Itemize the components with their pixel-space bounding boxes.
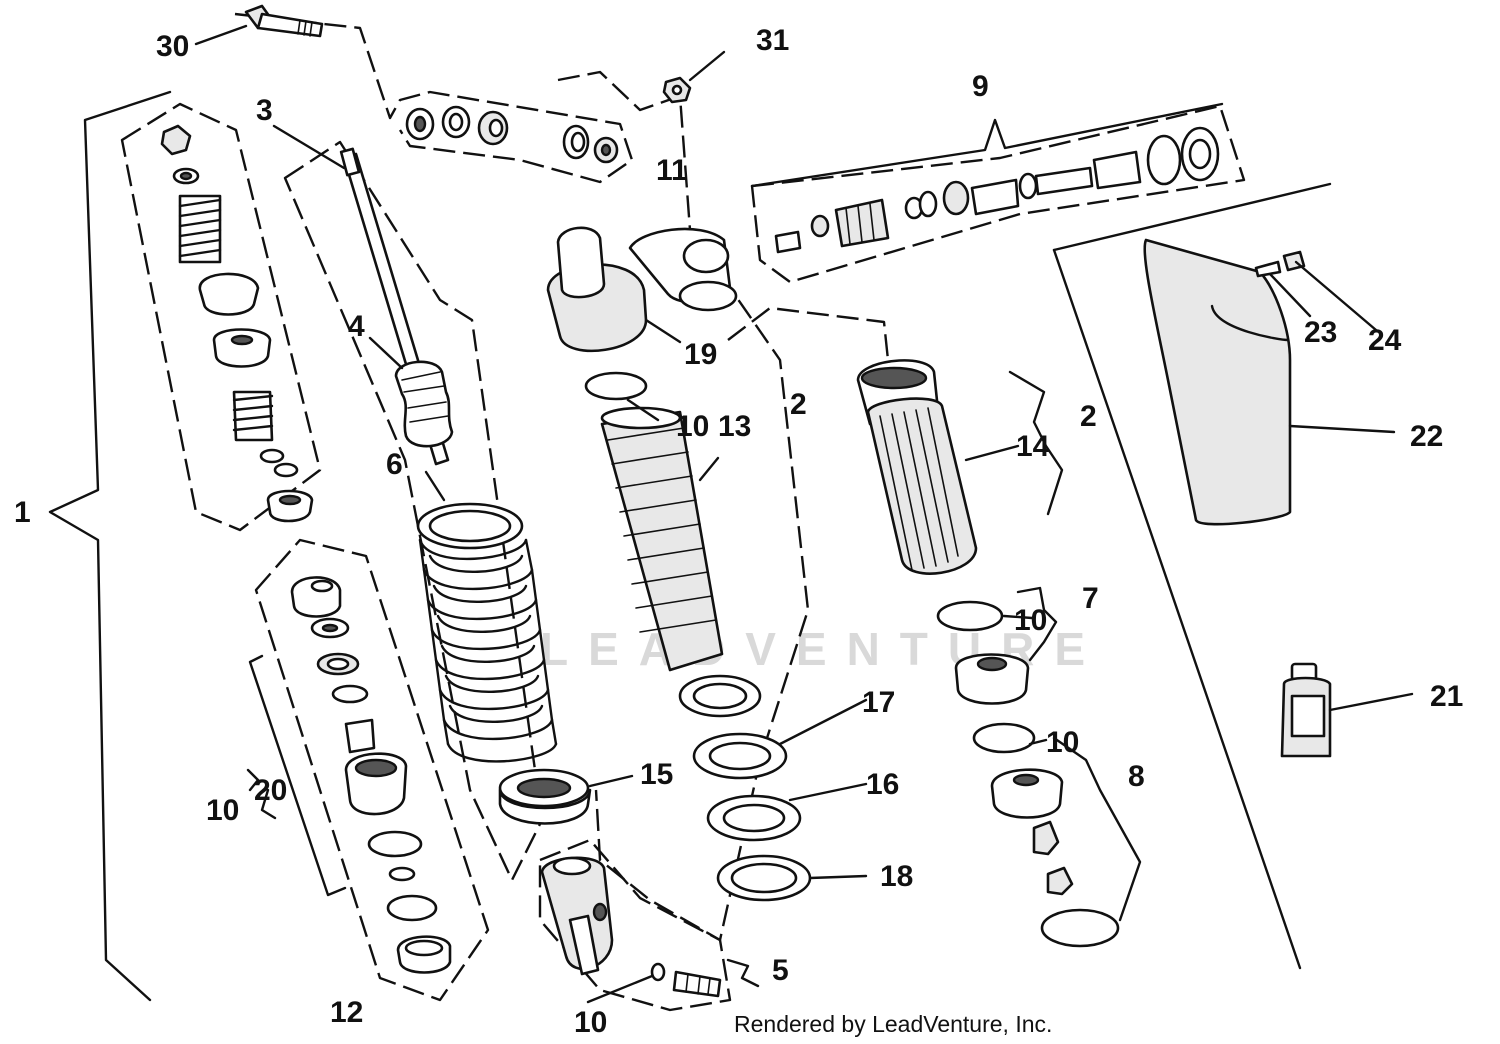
callout-9: 9: [972, 70, 989, 103]
part-spring-6: [416, 502, 558, 763]
part-valve-stack-lower: [290, 576, 452, 974]
part-washer-18: [716, 854, 812, 902]
part-mudguard-22: [1143, 238, 1292, 526]
group-8-bracket: [1052, 736, 1142, 922]
group-7-bracket: [1016, 586, 1058, 662]
callout-21: 21: [1430, 680, 1463, 713]
callout-8: 8: [1128, 760, 1145, 793]
callout-23: 23: [1304, 316, 1337, 349]
group-5-outline: [557, 70, 810, 942]
part-lock-ring-16: [706, 794, 802, 842]
part-bolt-23-24: [1254, 250, 1306, 278]
part-adjuster-assembly-9: [774, 126, 1220, 254]
upper-valve-group-outline: [120, 102, 322, 532]
callout-10-group7: 10: [1014, 604, 1047, 637]
part-clevis-5: [540, 856, 722, 998]
callout-16: 16: [866, 768, 899, 801]
part-boot-14: [856, 359, 978, 575]
part-oil-bottle-21: [1280, 662, 1332, 758]
callout-4: 4: [348, 310, 365, 343]
part-spring-seat-15: [498, 768, 592, 825]
callout-2-center: 2: [790, 388, 807, 421]
callout-17: 17: [862, 686, 895, 719]
part-seal-group-8: [972, 722, 1120, 948]
callout-labels: 1 2 2 3 4 5 6 7 8 9 10 10 10 10 10 11 12…: [14, 24, 1463, 1039]
credit-text: Rendered by LeadVenture, Inc.: [734, 1011, 1052, 1037]
callout-10-group20: 10: [206, 794, 239, 827]
group-12-outline: [254, 538, 490, 1002]
group-1-bracket: [48, 90, 172, 1002]
part-lock-ring-17: [678, 674, 788, 780]
callout-24: 24: [1368, 324, 1402, 357]
part-bolt-30: [244, 4, 324, 38]
part-damper-rod: [339, 147, 454, 466]
part-nut-31: [662, 76, 692, 104]
part-reservoir-head-19: [546, 226, 738, 353]
part-valve-stack-upper: [160, 124, 314, 523]
callout-15: 15: [640, 758, 673, 791]
callout-1: 1: [14, 496, 31, 529]
group-9-outline: [750, 102, 1246, 284]
clevis-outline: [538, 838, 760, 1012]
callout-10-clevis: 10: [574, 1006, 607, 1039]
callout-3: 3: [256, 94, 273, 127]
part-seal-group-7: [936, 600, 1030, 705]
callout-11: 11: [656, 154, 688, 187]
callout-12: 12: [330, 996, 363, 1029]
callout-7: 7: [1082, 582, 1099, 615]
callout-14: 14: [1016, 430, 1050, 463]
callout-19: 19: [684, 338, 717, 371]
callout-20: 20: [254, 774, 287, 807]
callout-5: 5: [772, 954, 789, 987]
callout-13: 13: [718, 410, 751, 443]
callout-2-right: 2: [1080, 400, 1097, 433]
callout-30: 30: [156, 30, 189, 63]
callout-10-group8: 10: [1046, 726, 1079, 759]
callout-10-body: 10: [676, 410, 709, 443]
callout-31: 31: [756, 24, 789, 57]
top-bushing-outline: [234, 12, 634, 184]
group-2-outline: [727, 182, 1332, 970]
callout-6: 6: [386, 448, 403, 481]
group-20-bracket: [246, 654, 347, 897]
leader-lines: [194, 24, 1414, 1004]
callout-22: 22: [1410, 420, 1443, 453]
part-top-bushings: [405, 105, 619, 164]
callout-18: 18: [880, 860, 913, 893]
